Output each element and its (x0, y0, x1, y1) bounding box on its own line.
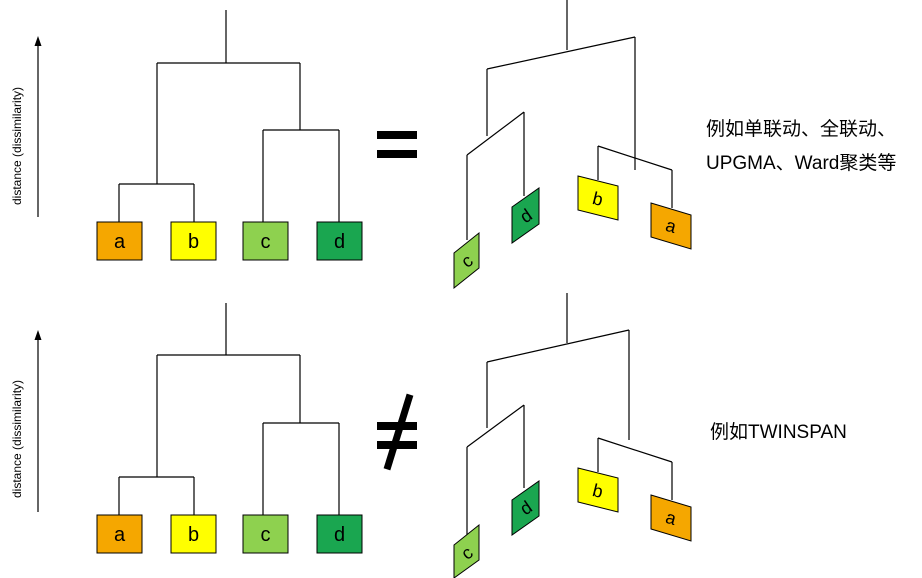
leaf-label: d (334, 231, 345, 253)
leaf-box (453, 523, 480, 578)
leaf-node: b (577, 175, 619, 221)
axis-label: distance (dissimilarity) (10, 87, 24, 205)
axis-arrow-icon (34, 330, 42, 340)
leaf-node: a (96, 221, 143, 261)
panel-top: distance (dissimilarity) a (10, 0, 692, 290)
leaf-box (170, 514, 217, 554)
leaf-node: c (453, 231, 480, 290)
distance-axis: distance (dissimilarity) (10, 36, 42, 217)
branch (597, 437, 673, 463)
leaf-box (511, 480, 540, 536)
leaf-box (650, 202, 692, 250)
leaf-node: d (511, 187, 540, 244)
leaf-node: c (242, 221, 289, 261)
note-line: 例如单联动、全联动、 (706, 119, 897, 140)
leaf-node: c (453, 523, 480, 578)
leaf-node: d (316, 514, 363, 554)
axis-label: distance (dissimilarity) (10, 380, 24, 498)
method-note-bottom: 例如TWINSPAN (710, 416, 847, 450)
leaf-node: b (577, 467, 619, 513)
leaf-box (577, 175, 619, 221)
leaf-box (650, 494, 692, 542)
branch (466, 404, 525, 448)
leaf-label: d (334, 524, 345, 546)
branch (466, 111, 525, 156)
left-dendrogram (118, 10, 340, 222)
leaf-label: b (590, 480, 605, 502)
leaf-box (316, 221, 363, 261)
branch (486, 36, 636, 70)
panel-bottom: distance (dissimilarity) a (10, 293, 692, 578)
leaf-node: b (170, 514, 217, 554)
leaf-box (170, 221, 217, 261)
not-equals-icon (377, 393, 417, 471)
right-dendrogram (466, 0, 673, 240)
left-dendrogram (118, 303, 340, 515)
leaf-label: a (114, 524, 126, 546)
left-leaves: a b c d (96, 514, 363, 554)
branch (486, 329, 630, 363)
right-dendrogram (466, 293, 673, 535)
note-line: UPGMA、Ward聚类等 (706, 153, 897, 174)
leaf-box (96, 514, 143, 554)
leaf-node: d (511, 480, 540, 536)
distance-axis: distance (dissimilarity) (10, 330, 42, 512)
right-leaves: c d b a (453, 467, 692, 578)
leaf-box (96, 221, 143, 261)
leaf-label: b (188, 524, 199, 546)
leaf-node: b (170, 221, 217, 261)
leaf-box (511, 187, 540, 244)
leaf-label: c (261, 524, 271, 546)
axis-arrow-icon (34, 36, 42, 46)
leaf-label: a (114, 231, 126, 253)
leaf-box (316, 514, 363, 554)
leaf-node: d (316, 221, 363, 261)
branch (597, 145, 673, 171)
leaf-box (242, 514, 289, 554)
method-note-top: 例如单联动、全联动、 UPGMA、Ward聚类等 (706, 113, 896, 181)
right-leaves: c d b a (453, 175, 692, 290)
leaf-node: a (96, 514, 143, 554)
equals-icon (377, 131, 417, 158)
leaf-box (453, 231, 480, 290)
leaf-node: a (650, 494, 692, 542)
leaf-node: a (650, 202, 692, 250)
leaf-label: c (261, 231, 271, 253)
left-leaves: a b c d (96, 221, 363, 261)
leaf-label: b (590, 188, 605, 210)
note-line: 例如TWINSPAN (710, 422, 847, 443)
leaf-node: c (242, 514, 289, 554)
leaf-box (242, 221, 289, 261)
leaf-box (577, 467, 619, 513)
leaf-label: b (188, 231, 199, 253)
